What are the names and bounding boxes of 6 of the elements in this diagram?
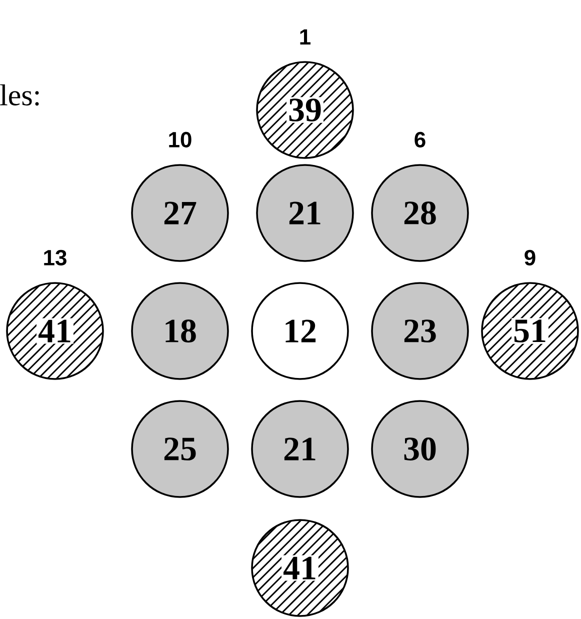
- number-label: 10: [169, 132, 192, 148]
- label-text: les:: [0, 84, 39, 106]
- number-label: 13: [44, 250, 66, 266]
- number-label: 9: [524, 250, 536, 266]
- number-label: 1: [300, 29, 310, 44]
- number-label: 6: [414, 132, 426, 148]
